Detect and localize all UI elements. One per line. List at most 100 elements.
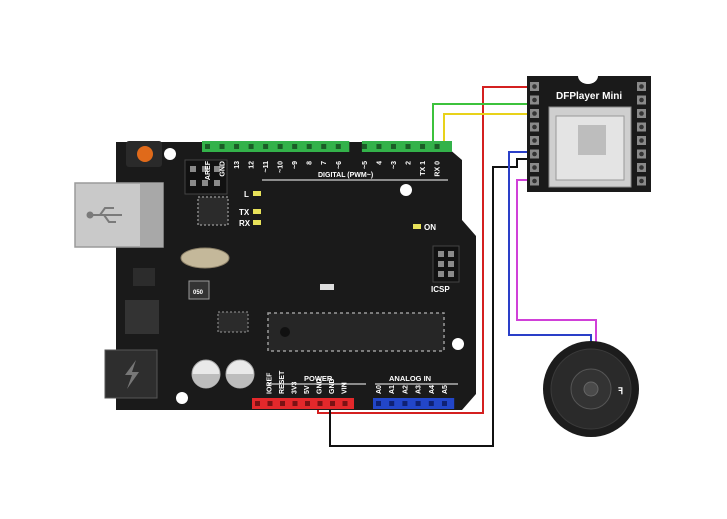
power-header-strip xyxy=(252,398,354,409)
power-pin-7 xyxy=(342,401,348,406)
bolt-icon xyxy=(125,360,139,389)
digital-pin-15 xyxy=(434,144,440,149)
l-led-label: L xyxy=(244,190,249,199)
tx-led xyxy=(253,209,261,214)
atmega-notch xyxy=(280,327,290,337)
digital-pin-7 xyxy=(306,144,312,149)
icsp-label: ICSP xyxy=(431,285,450,294)
power-pin-label-3: 5V xyxy=(304,385,311,394)
analog-pin-0 xyxy=(376,401,381,406)
on-led xyxy=(413,224,421,229)
speaker: ꟻ xyxy=(543,341,639,437)
analog-header: ANALOG IN xyxy=(389,374,431,383)
capacitor-1-band xyxy=(192,374,220,388)
wire-green-tx xyxy=(432,103,530,150)
digital-header-pins xyxy=(202,141,452,152)
wire-magenta-spk2 xyxy=(516,179,597,355)
digital-pin-label-7: 8 xyxy=(307,161,314,165)
wire-yellow-rx xyxy=(443,113,530,150)
icsp-header xyxy=(432,245,460,283)
analog-pin-label-0: A0 xyxy=(376,385,383,394)
icsp-pin xyxy=(448,251,454,257)
board-outline xyxy=(116,142,476,410)
dfplayer-right-pin-hole-6 xyxy=(639,165,644,170)
icsp2-pins xyxy=(190,166,220,186)
speaker-dome xyxy=(583,381,599,397)
dfplayer-left-pin-hole-2 xyxy=(532,111,537,116)
small-smd xyxy=(320,284,334,290)
digital-pin-5 xyxy=(277,144,283,149)
reset-button-cap xyxy=(137,146,153,162)
icsp2-pin xyxy=(214,166,220,172)
analog-pin-label-4: A4 xyxy=(429,385,436,394)
digital-pin-label-6: ~9 xyxy=(292,161,299,169)
digital-pin-8 xyxy=(321,144,327,149)
wires xyxy=(317,86,597,447)
on-led-label: ON xyxy=(424,223,436,232)
digital-pin-label-1: GND xyxy=(220,161,227,177)
icsp-pin xyxy=(438,251,444,257)
icsp2-pin xyxy=(202,166,208,172)
dfplayer-left-pin-hole-3 xyxy=(532,124,537,130)
digital-pin-0 xyxy=(205,144,210,149)
analog-pin-4 xyxy=(428,401,434,406)
analog-pin-1 xyxy=(389,401,395,406)
dfplayer-title: DFPlayer Mini xyxy=(556,91,622,102)
dfplayer-left-pin-hole-1 xyxy=(532,97,537,103)
power-pin-6 xyxy=(330,401,335,406)
capacitor-2-band xyxy=(226,374,254,388)
analog-header-pins xyxy=(373,398,455,409)
dfplayer-left-pin-hole-0 xyxy=(532,84,537,89)
dfplayer-left-pins xyxy=(530,82,539,186)
dfplayer-right-pin-hole-4 xyxy=(639,138,644,143)
usb-port-side xyxy=(140,183,163,247)
icsp2-pin xyxy=(214,180,220,186)
icsp2-header xyxy=(184,159,228,195)
mount-hole-2 xyxy=(400,184,412,196)
l-led xyxy=(253,191,261,196)
dfplayer-left-pin-hole-7 xyxy=(532,178,537,184)
dfplayer-right-pin-hole-7 xyxy=(639,178,644,184)
icsp-pin xyxy=(438,271,444,277)
digital-pin-label-10: ~5 xyxy=(362,161,369,169)
dfplayer-module: DFPlayer Mini xyxy=(527,76,651,192)
power-pin-label-2: 3V3 xyxy=(292,381,299,394)
power-pin-3 xyxy=(292,401,298,406)
icsp-pins xyxy=(438,251,454,277)
icsp-pin xyxy=(448,271,454,277)
dfplayer-right-pin-hole-1 xyxy=(639,97,644,103)
mount-hole-3 xyxy=(452,338,464,350)
power-pin-4 xyxy=(305,401,310,406)
op-amp xyxy=(217,311,249,333)
mount-hole-4 xyxy=(164,148,176,160)
wire-black-gnd xyxy=(329,158,530,447)
digital-pin-label-13: 2 xyxy=(406,161,413,165)
digital-pin-label-14: TX 1 xyxy=(420,161,427,176)
small-chip-label: 050 xyxy=(193,290,204,296)
dfplayer-right-pin-hole-3 xyxy=(639,124,644,130)
digital-pin-label-11: 4 xyxy=(376,161,383,165)
usb-chip xyxy=(197,196,229,226)
dfplayer-right-pin-hole-0 xyxy=(639,84,644,89)
digital-header-strip-1 xyxy=(202,141,350,152)
dfplayer-notch xyxy=(578,76,598,84)
mount-hole-1 xyxy=(176,392,188,404)
sd-card-tab xyxy=(578,125,606,155)
dfplayer-left-pin-hole-5 xyxy=(532,151,537,157)
digital-pin-label-4: ~11 xyxy=(263,161,270,173)
rx-led-label: RX xyxy=(239,219,251,228)
dfplayer-right-pins xyxy=(637,82,646,186)
icsp-pin xyxy=(438,261,444,267)
digital-pin-10 xyxy=(361,144,367,149)
power-pin-label-6: VIN xyxy=(342,382,349,394)
digital-pin-label-2: 13 xyxy=(234,161,241,169)
digital-pin-11 xyxy=(376,144,382,149)
crystal xyxy=(180,247,230,269)
power-header: POWER xyxy=(304,374,333,383)
dfplayer-left-pin-hole-4 xyxy=(532,138,537,143)
rx-led xyxy=(253,220,261,225)
power-pin-2 xyxy=(280,401,285,406)
